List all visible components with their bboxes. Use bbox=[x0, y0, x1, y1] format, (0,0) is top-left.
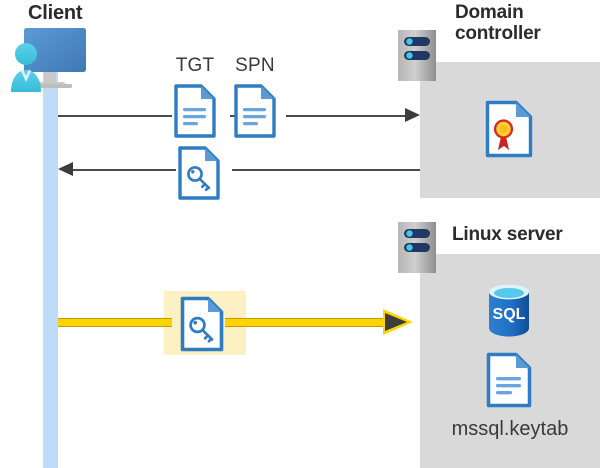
keytab-filename-label: mssql.keytab bbox=[451, 418, 569, 440]
domain-controller-rack-icon bbox=[398, 30, 436, 81]
linux-server-rack-icon bbox=[398, 222, 436, 273]
response-line-segment-1 bbox=[72, 169, 176, 171]
request-line-segment-3 bbox=[286, 115, 416, 117]
certificate-document-icon bbox=[485, 100, 533, 158]
client-title: Client bbox=[28, 2, 83, 24]
domain-controller-title-line1: Domain bbox=[455, 2, 524, 23]
service-ticket-bar-segment-1 bbox=[58, 318, 172, 327]
service-ticket-bar-segment-2 bbox=[225, 318, 385, 327]
tgt-document-icon bbox=[174, 84, 216, 138]
request-line-segment-1 bbox=[58, 115, 172, 117]
tgt-label: TGT bbox=[175, 55, 215, 76]
sql-database-icon: SQL bbox=[484, 283, 534, 339]
service-ticket-key-document-icon bbox=[180, 296, 224, 352]
response-arrowhead-icon bbox=[58, 162, 73, 176]
domain-controller-title-line2: controller bbox=[455, 23, 541, 45]
spn-label: SPN bbox=[235, 55, 275, 76]
domain-controller-title: Domain controller bbox=[455, 2, 595, 45]
keytab-document-icon bbox=[486, 352, 532, 408]
response-key-document-icon bbox=[178, 146, 220, 200]
sql-database-label: SQL bbox=[493, 306, 526, 323]
response-line-segment-2 bbox=[232, 169, 420, 171]
linux-server-title: Linux server bbox=[452, 224, 563, 245]
client-lifeline bbox=[43, 72, 58, 468]
request-arrowhead-icon bbox=[405, 108, 420, 122]
service-ticket-arrowhead-icon bbox=[382, 305, 414, 339]
spn-document-icon bbox=[234, 84, 276, 138]
client-user-monitor-icon bbox=[8, 24, 96, 96]
